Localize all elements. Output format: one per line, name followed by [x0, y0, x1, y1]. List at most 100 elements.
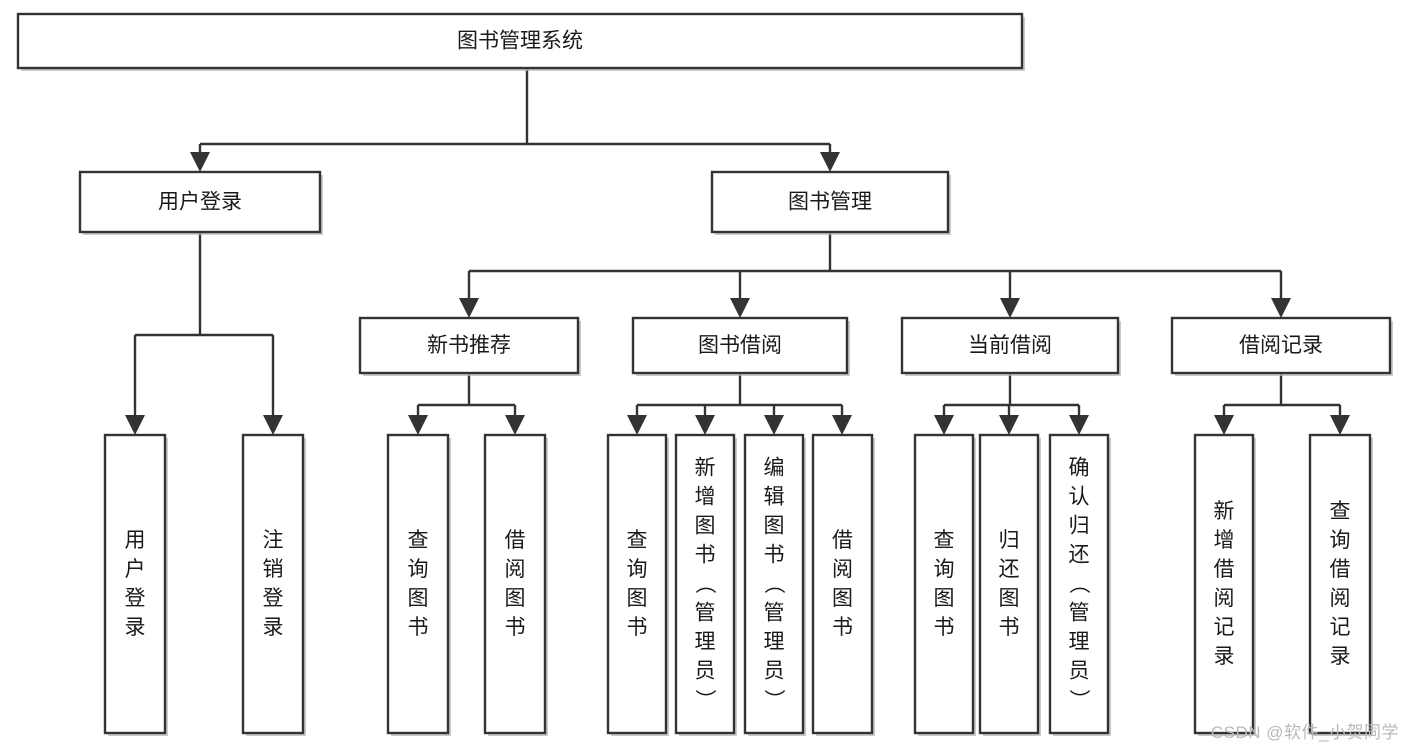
svg-text:询: 询 — [408, 558, 429, 581]
svg-text:书: 书 — [695, 544, 716, 567]
node-box[interactable] — [674, 433, 736, 735]
node-box[interactable] — [483, 433, 547, 735]
svg-text:阅: 阅 — [505, 558, 526, 581]
node-book-borrow[interactable]: 图书借阅 — [631, 316, 850, 376]
svg-text:书: 书 — [627, 616, 648, 639]
svg-text:图: 图 — [934, 587, 955, 610]
node-new-book-recommend[interactable]: 新书推荐 — [358, 316, 581, 376]
svg-text:书: 书 — [764, 544, 785, 567]
svg-text:查: 查 — [934, 529, 955, 552]
svg-text:询: 询 — [1330, 529, 1351, 552]
node-box[interactable] — [1193, 433, 1255, 735]
node-box[interactable] — [386, 433, 450, 735]
arrow-to-leaf-add-book-admin — [695, 415, 715, 435]
svg-text:阅: 阅 — [1214, 587, 1235, 610]
node-root[interactable]: 图书管理系统 — [16, 12, 1025, 71]
node-box[interactable] — [16, 12, 1024, 70]
node-box[interactable] — [1308, 433, 1372, 735]
node-box[interactable] — [241, 433, 305, 735]
svg-text:查: 查 — [627, 529, 648, 552]
svg-text:记: 记 — [1330, 616, 1351, 639]
svg-text:借: 借 — [505, 529, 526, 552]
arrow-to-leaf-borrow-book-1 — [505, 415, 525, 435]
node-label: 图书管理系统 — [457, 30, 583, 53]
node-box[interactable] — [1170, 316, 1392, 375]
node-box[interactable] — [358, 316, 580, 375]
node-box[interactable] — [900, 316, 1120, 375]
node-box[interactable] — [811, 433, 874, 735]
arrow-to-new-book-recommend — [459, 298, 479, 318]
arrow-to-leaf-query-borrow-record — [1330, 415, 1350, 435]
svg-text:查: 查 — [408, 529, 429, 552]
node-box[interactable] — [1048, 433, 1110, 735]
svg-text:书: 书 — [832, 616, 853, 639]
arrow-to-current-borrow — [1000, 298, 1020, 318]
svg-text:增: 增 — [695, 486, 716, 509]
svg-text:确: 确 — [1069, 457, 1090, 480]
svg-text:归: 归 — [999, 529, 1020, 552]
node-label: 借阅记录 — [1239, 334, 1323, 357]
svg-text:管: 管 — [695, 602, 716, 625]
node-label: 当前借阅 — [968, 334, 1052, 357]
node-box[interactable] — [606, 433, 668, 735]
svg-text:记: 记 — [1214, 616, 1235, 639]
svg-text:理: 理 — [695, 631, 716, 654]
node-user-login[interactable]: 用户登录 — [78, 170, 323, 235]
node-box[interactable] — [743, 433, 805, 735]
node-box[interactable] — [631, 316, 849, 375]
node-box[interactable] — [978, 433, 1040, 735]
connector-layer — [125, 68, 1350, 435]
svg-text:理: 理 — [764, 631, 785, 654]
svg-text:员: 员 — [1069, 660, 1090, 683]
svg-text:书: 书 — [408, 616, 429, 639]
node-layer: 图书管理系统用户登录图书管理新书推荐图书借阅当前借阅借阅记录用户登录注销登录查询… — [16, 12, 1393, 736]
svg-text:户: 户 — [125, 558, 146, 581]
svg-text:认: 认 — [1069, 486, 1090, 509]
node-box[interactable] — [78, 170, 322, 234]
svg-text:增: 增 — [1214, 529, 1235, 552]
svg-text:录: 录 — [1330, 645, 1351, 668]
arrow-to-borrow-record — [1271, 298, 1291, 318]
svg-text:图: 图 — [408, 587, 429, 610]
node-book-manage[interactable]: 图书管理 — [710, 170, 951, 235]
arrow-to-leaf-edit-book-admin — [764, 415, 784, 435]
svg-text:（: （ — [762, 573, 785, 594]
svg-text:销: 销 — [263, 558, 284, 581]
svg-text:员: 员 — [764, 660, 785, 683]
svg-text:（: （ — [693, 573, 716, 594]
arrow-to-user-login — [190, 152, 210, 172]
arrow-to-leaf-query-book-3 — [934, 415, 954, 435]
svg-text:归: 归 — [1069, 515, 1090, 538]
svg-text:图: 图 — [764, 515, 785, 538]
node-box[interactable] — [913, 433, 975, 735]
node-box[interactable] — [103, 433, 167, 735]
svg-text:图: 图 — [695, 515, 716, 538]
svg-text:用: 用 — [125, 529, 146, 552]
svg-text:书: 书 — [999, 616, 1020, 639]
node-box[interactable] — [710, 170, 950, 234]
svg-text:询: 询 — [934, 558, 955, 581]
arrow-to-leaf-query-book-2 — [627, 415, 647, 435]
node-leaf-user-login[interactable]: 用户登录 — [103, 433, 168, 736]
node-borrow-record[interactable]: 借阅记录 — [1170, 316, 1393, 376]
node-current-borrow[interactable]: 当前借阅 — [900, 316, 1121, 376]
